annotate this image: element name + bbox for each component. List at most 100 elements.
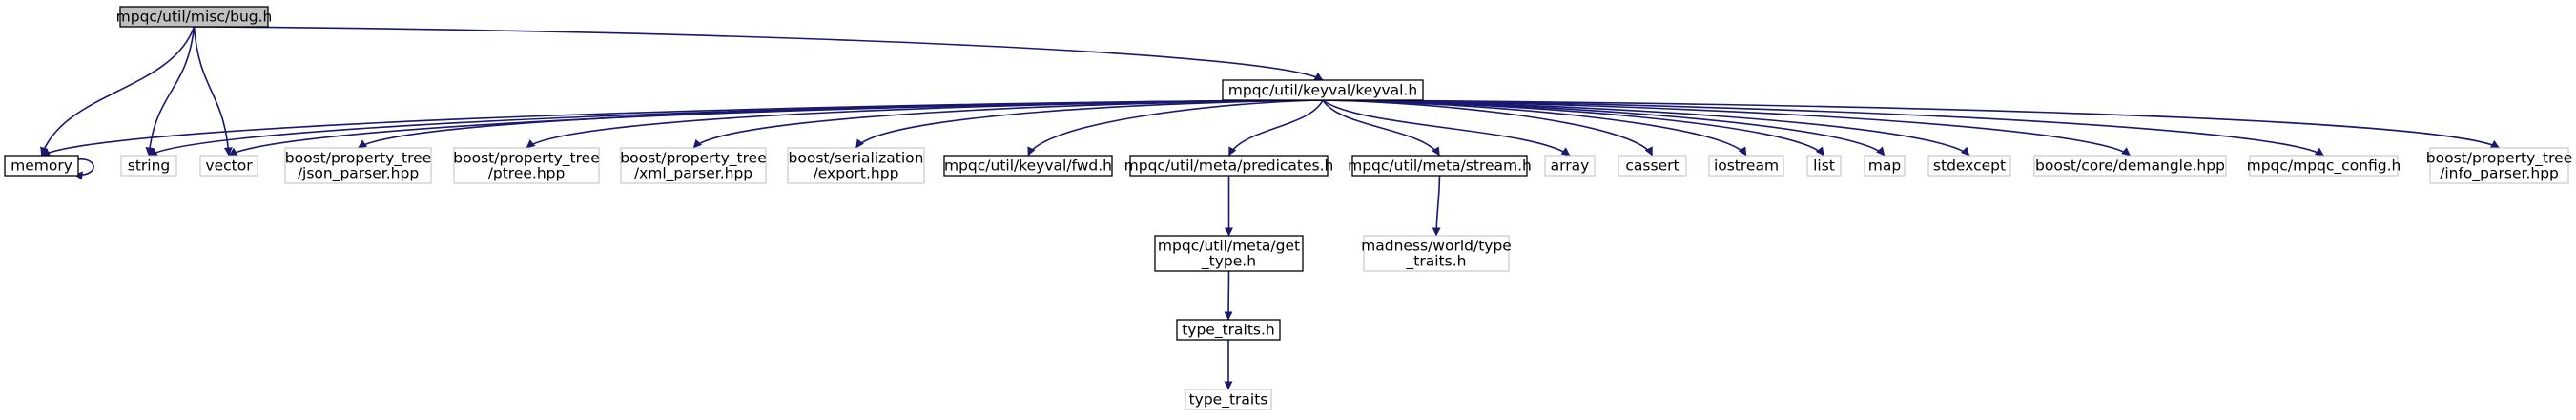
node-label-json_parser-1: /json_parser.hpp (298, 165, 419, 183)
node-label-list-0: list (1813, 158, 1835, 175)
node-label-mpqc_config-0: mpqc/mpqc_config.h (2247, 158, 2401, 176)
node-type_traits: type_traits (1185, 388, 1272, 410)
edge-keyval-to-stream (1322, 99, 1441, 157)
node-box-madness_type_traits (1363, 235, 1510, 272)
node-label-demangle-0: boost/core/demangle.hpp (2035, 158, 2225, 175)
node-label-export-1: /export.hpp (814, 165, 899, 182)
node-ptree: boost/property_tree/ptree.hpp (453, 147, 600, 184)
edge-get_type-to-type_traits_h (1224, 270, 1233, 321)
node-label-xml_parser-0: boost/property_tree (620, 150, 766, 168)
node-label-cassert-0: cassert (1625, 158, 1679, 175)
node-label-string-0: string (128, 158, 171, 175)
node-box-stdexcept (1927, 155, 2011, 177)
node-box-array (1544, 155, 1596, 177)
node-label-get_type-0: mpqc/util/meta/get (1158, 238, 1300, 255)
node-box-cassert (1618, 155, 1687, 177)
node-box-map (1864, 155, 1906, 177)
edge-keyval-to-fwd (1027, 99, 1324, 157)
node-box-mpqc_config (2249, 155, 2399, 177)
edge-bug-to-vector (193, 26, 233, 157)
node-label-memory-0: memory (10, 158, 72, 175)
node-label-ptree-1: /ptree.hpp (488, 165, 566, 182)
node-box-memory (4, 155, 79, 177)
node-predicates[interactable]: mpqc/util/meta/predicates.h (1124, 155, 1334, 177)
node-box-iostream (1708, 155, 1784, 177)
edge-keyval-to-mpqc_config (1322, 99, 2324, 157)
node-stdexcept: stdexcept (1927, 155, 2011, 177)
edge-keyval-to-string (148, 99, 1324, 157)
node-memory[interactable]: memory (4, 155, 79, 177)
node-box-xml_parser (620, 147, 767, 184)
edges-layer (40, 26, 2500, 390)
node-keyval[interactable]: mpqc/util/keyval/keyval.h (1222, 79, 1424, 101)
node-label-stdexcept-0: stdexcept (1933, 158, 2006, 175)
node-box-string (120, 155, 177, 177)
node-label-export-0: boost/serialization (789, 150, 924, 167)
node-box-demangle (2033, 155, 2227, 177)
node-box-vector (199, 155, 258, 177)
edge-keyval-to-info_parser (1322, 99, 2500, 149)
node-box-json_parser (284, 147, 432, 184)
node-box-ptree (453, 147, 600, 184)
node-label-fwd-0: mpqc/util/keyval/fwd.h (944, 158, 1112, 175)
node-box-type_traits (1185, 388, 1272, 410)
edge-keyval-to-predicates (1227, 99, 1324, 157)
node-label-ptree-0: boost/property_tree (453, 150, 599, 168)
node-label-predicates-0: mpqc/util/meta/predicates.h (1124, 158, 1334, 175)
node-label-iostream-0: iostream (1714, 158, 1779, 175)
node-label-info_parser-0: boost/property_tree (2426, 150, 2572, 168)
node-box-export (787, 147, 925, 184)
node-info_parser: boost/property_tree/info_parser.hpp (2426, 147, 2572, 184)
node-label-type_traits-0: type_traits (1189, 391, 1268, 410)
node-box-predicates (1129, 155, 1329, 177)
edge-keyval-to-export (855, 99, 1324, 149)
node-label-madness_type_traits-1: _traits.h (1406, 253, 1467, 271)
node-box-keyval (1222, 79, 1424, 101)
node-box-get_type (1154, 235, 1304, 272)
node-list: list (1806, 155, 1842, 177)
node-vector: vector (199, 155, 258, 177)
node-label-array-0: array (1551, 158, 1590, 175)
node-box-info_parser (2429, 147, 2569, 184)
node-array: array (1544, 155, 1596, 177)
node-label-json_parser-0: boost/property_tree (285, 150, 431, 168)
node-cassert: cassert (1618, 155, 1687, 177)
node-box-fwd (943, 155, 1113, 177)
node-madness_type_traits: madness/world/type_traits.h (1361, 235, 1512, 272)
node-box-type_traits_h (1176, 319, 1281, 341)
edge-bug-to-string (145, 26, 196, 157)
node-label-type_traits_h-0: type_traits.h (1182, 322, 1275, 340)
node-box-bug (119, 6, 269, 28)
node-json_parser: boost/property_tree/json_parser.hpp (284, 147, 432, 184)
node-box-stream (1351, 155, 1528, 177)
node-bug[interactable]: mpqc/util/misc/bug.h (116, 6, 273, 28)
node-fwd[interactable]: mpqc/util/keyval/fwd.h (943, 155, 1113, 177)
edge-memory-to-memory (73, 158, 94, 180)
node-type_traits_h[interactable]: type_traits.h (1176, 319, 1281, 341)
node-stream[interactable]: mpqc/util/meta/stream.h (1348, 155, 1532, 177)
node-label-map-0: map (1868, 158, 1901, 175)
node-label-bug-0: mpqc/util/misc/bug.h (116, 9, 273, 26)
node-label-xml_parser-1: /xml_parser.hpp (634, 165, 752, 183)
node-get_type[interactable]: mpqc/util/meta/get_type.h (1154, 235, 1304, 272)
edge-stream-to-madness_type_traits (1432, 175, 1441, 237)
node-box-list (1806, 155, 1842, 177)
node-label-madness_type_traits-0: madness/world/type (1361, 238, 1512, 255)
node-demangle: boost/core/demangle.hpp (2033, 155, 2227, 177)
node-label-keyval-0: mpqc/util/keyval/keyval.h (1228, 82, 1417, 99)
node-xml_parser: boost/property_tree/xml_parser.hpp (620, 147, 767, 184)
edge-keyval-to-memory (41, 99, 1324, 157)
nodes-layer: mpqc/util/misc/bug.h mpqc/util/keyval/key… (4, 6, 2572, 410)
node-iostream: iostream (1708, 155, 1784, 177)
node-mpqc_config: mpqc/mpqc_config.h (2247, 155, 2401, 177)
edge-keyval-to-xml_parser (692, 99, 1324, 149)
node-map: map (1864, 155, 1906, 177)
edge-keyval-to-array (1322, 99, 1571, 157)
node-label-stream-0: mpqc/util/meta/stream.h (1348, 158, 1532, 175)
node-label-info_parser-1: /info_parser.hpp (2440, 165, 2559, 183)
edge-bug-to-keyval (194, 26, 1324, 81)
node-label-get_type-1: _type.h (1201, 253, 1256, 271)
node-string: string (120, 155, 177, 177)
node-label-vector-0: vector (205, 158, 253, 175)
